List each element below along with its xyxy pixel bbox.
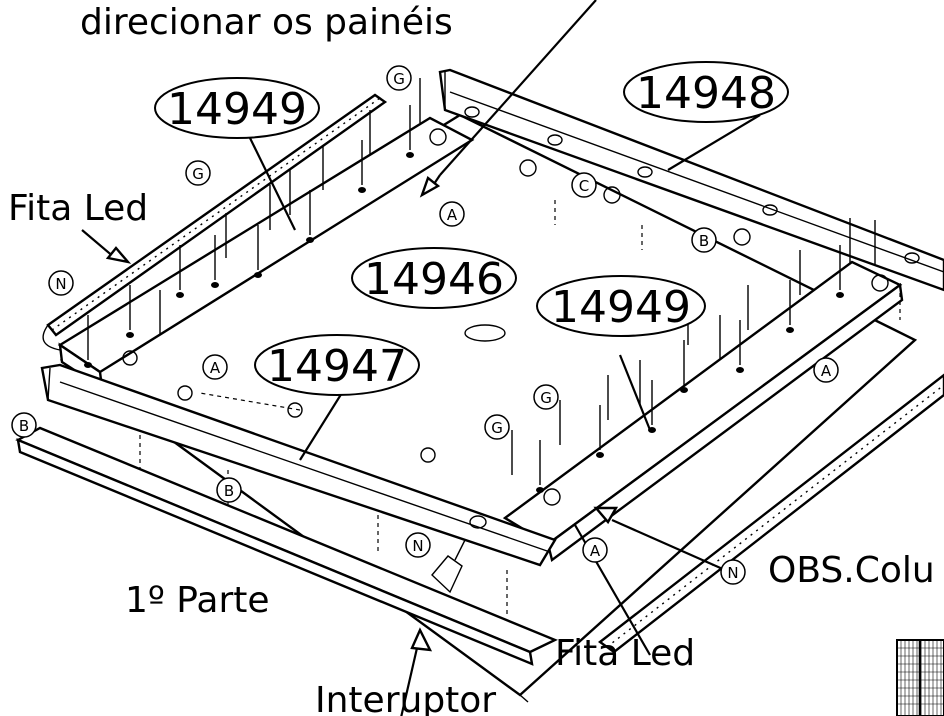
front-panel xyxy=(40,363,557,567)
callout-c: C xyxy=(571,172,597,198)
svg-text:G: G xyxy=(540,389,552,407)
svg-text:N: N xyxy=(55,275,66,293)
column-icon xyxy=(896,639,944,716)
callout-g-4: G xyxy=(484,414,510,440)
part-label-front: 14947 xyxy=(254,334,420,396)
svg-text:B: B xyxy=(224,482,234,500)
callout-a-1: A xyxy=(439,201,465,227)
switch-component xyxy=(431,539,466,594)
led-strip-right xyxy=(597,373,944,654)
callout-g-1: G xyxy=(386,65,412,91)
callout-n-1: N xyxy=(48,270,74,296)
svg-text:A: A xyxy=(447,206,458,224)
part-number-14949-left: 14949 xyxy=(167,84,307,135)
svg-text:N: N xyxy=(727,564,738,582)
callout-b-2: B xyxy=(11,412,37,438)
callout-a-4: A xyxy=(582,537,608,563)
svg-text:G: G xyxy=(491,419,503,437)
part-label-right-side: 14949 xyxy=(536,275,706,337)
part-number-14948: 14948 xyxy=(636,68,776,119)
part-label-base: 14946 xyxy=(351,247,517,309)
svg-text:A: A xyxy=(821,362,832,380)
part-label-left-side: 14949 xyxy=(154,77,320,139)
svg-text:A: A xyxy=(590,542,601,560)
part-number-14949-right: 14949 xyxy=(551,282,691,333)
callout-n-3: N xyxy=(720,559,746,585)
part-label-top-right: 14948 xyxy=(623,61,789,123)
callout-b-3: B xyxy=(216,477,242,503)
switch-label: Interuptor xyxy=(315,680,496,716)
svg-text:G: G xyxy=(393,70,405,88)
right-side-panel xyxy=(502,260,904,563)
top-right-panel xyxy=(438,68,944,292)
svg-text:B: B xyxy=(19,417,29,435)
callout-n-2: N xyxy=(405,532,431,558)
part-number-14947: 14947 xyxy=(267,341,407,392)
svg-text:A: A xyxy=(210,359,221,377)
svg-text:N: N xyxy=(412,537,423,555)
callout-b-1: B xyxy=(691,227,717,253)
svg-text:G: G xyxy=(192,165,204,183)
led-strip-left-label: Fita Led xyxy=(8,188,148,229)
svg-text:C: C xyxy=(579,177,589,195)
part-number-label: 1º Parte xyxy=(125,580,270,621)
led-strip-right-label: Fita Led xyxy=(555,633,695,674)
svg-text:B: B xyxy=(699,232,709,250)
callout-a-2: A xyxy=(202,354,228,380)
callout-a-3: A xyxy=(813,357,839,383)
part-number-14946: 14946 xyxy=(364,254,504,305)
obs-note-label: OBS.Colu xyxy=(768,550,935,591)
callout-g-3: G xyxy=(533,384,559,410)
callout-g-2: G xyxy=(185,160,211,186)
screws xyxy=(84,78,876,493)
annotation-text: direcionar os painéis xyxy=(80,2,453,43)
